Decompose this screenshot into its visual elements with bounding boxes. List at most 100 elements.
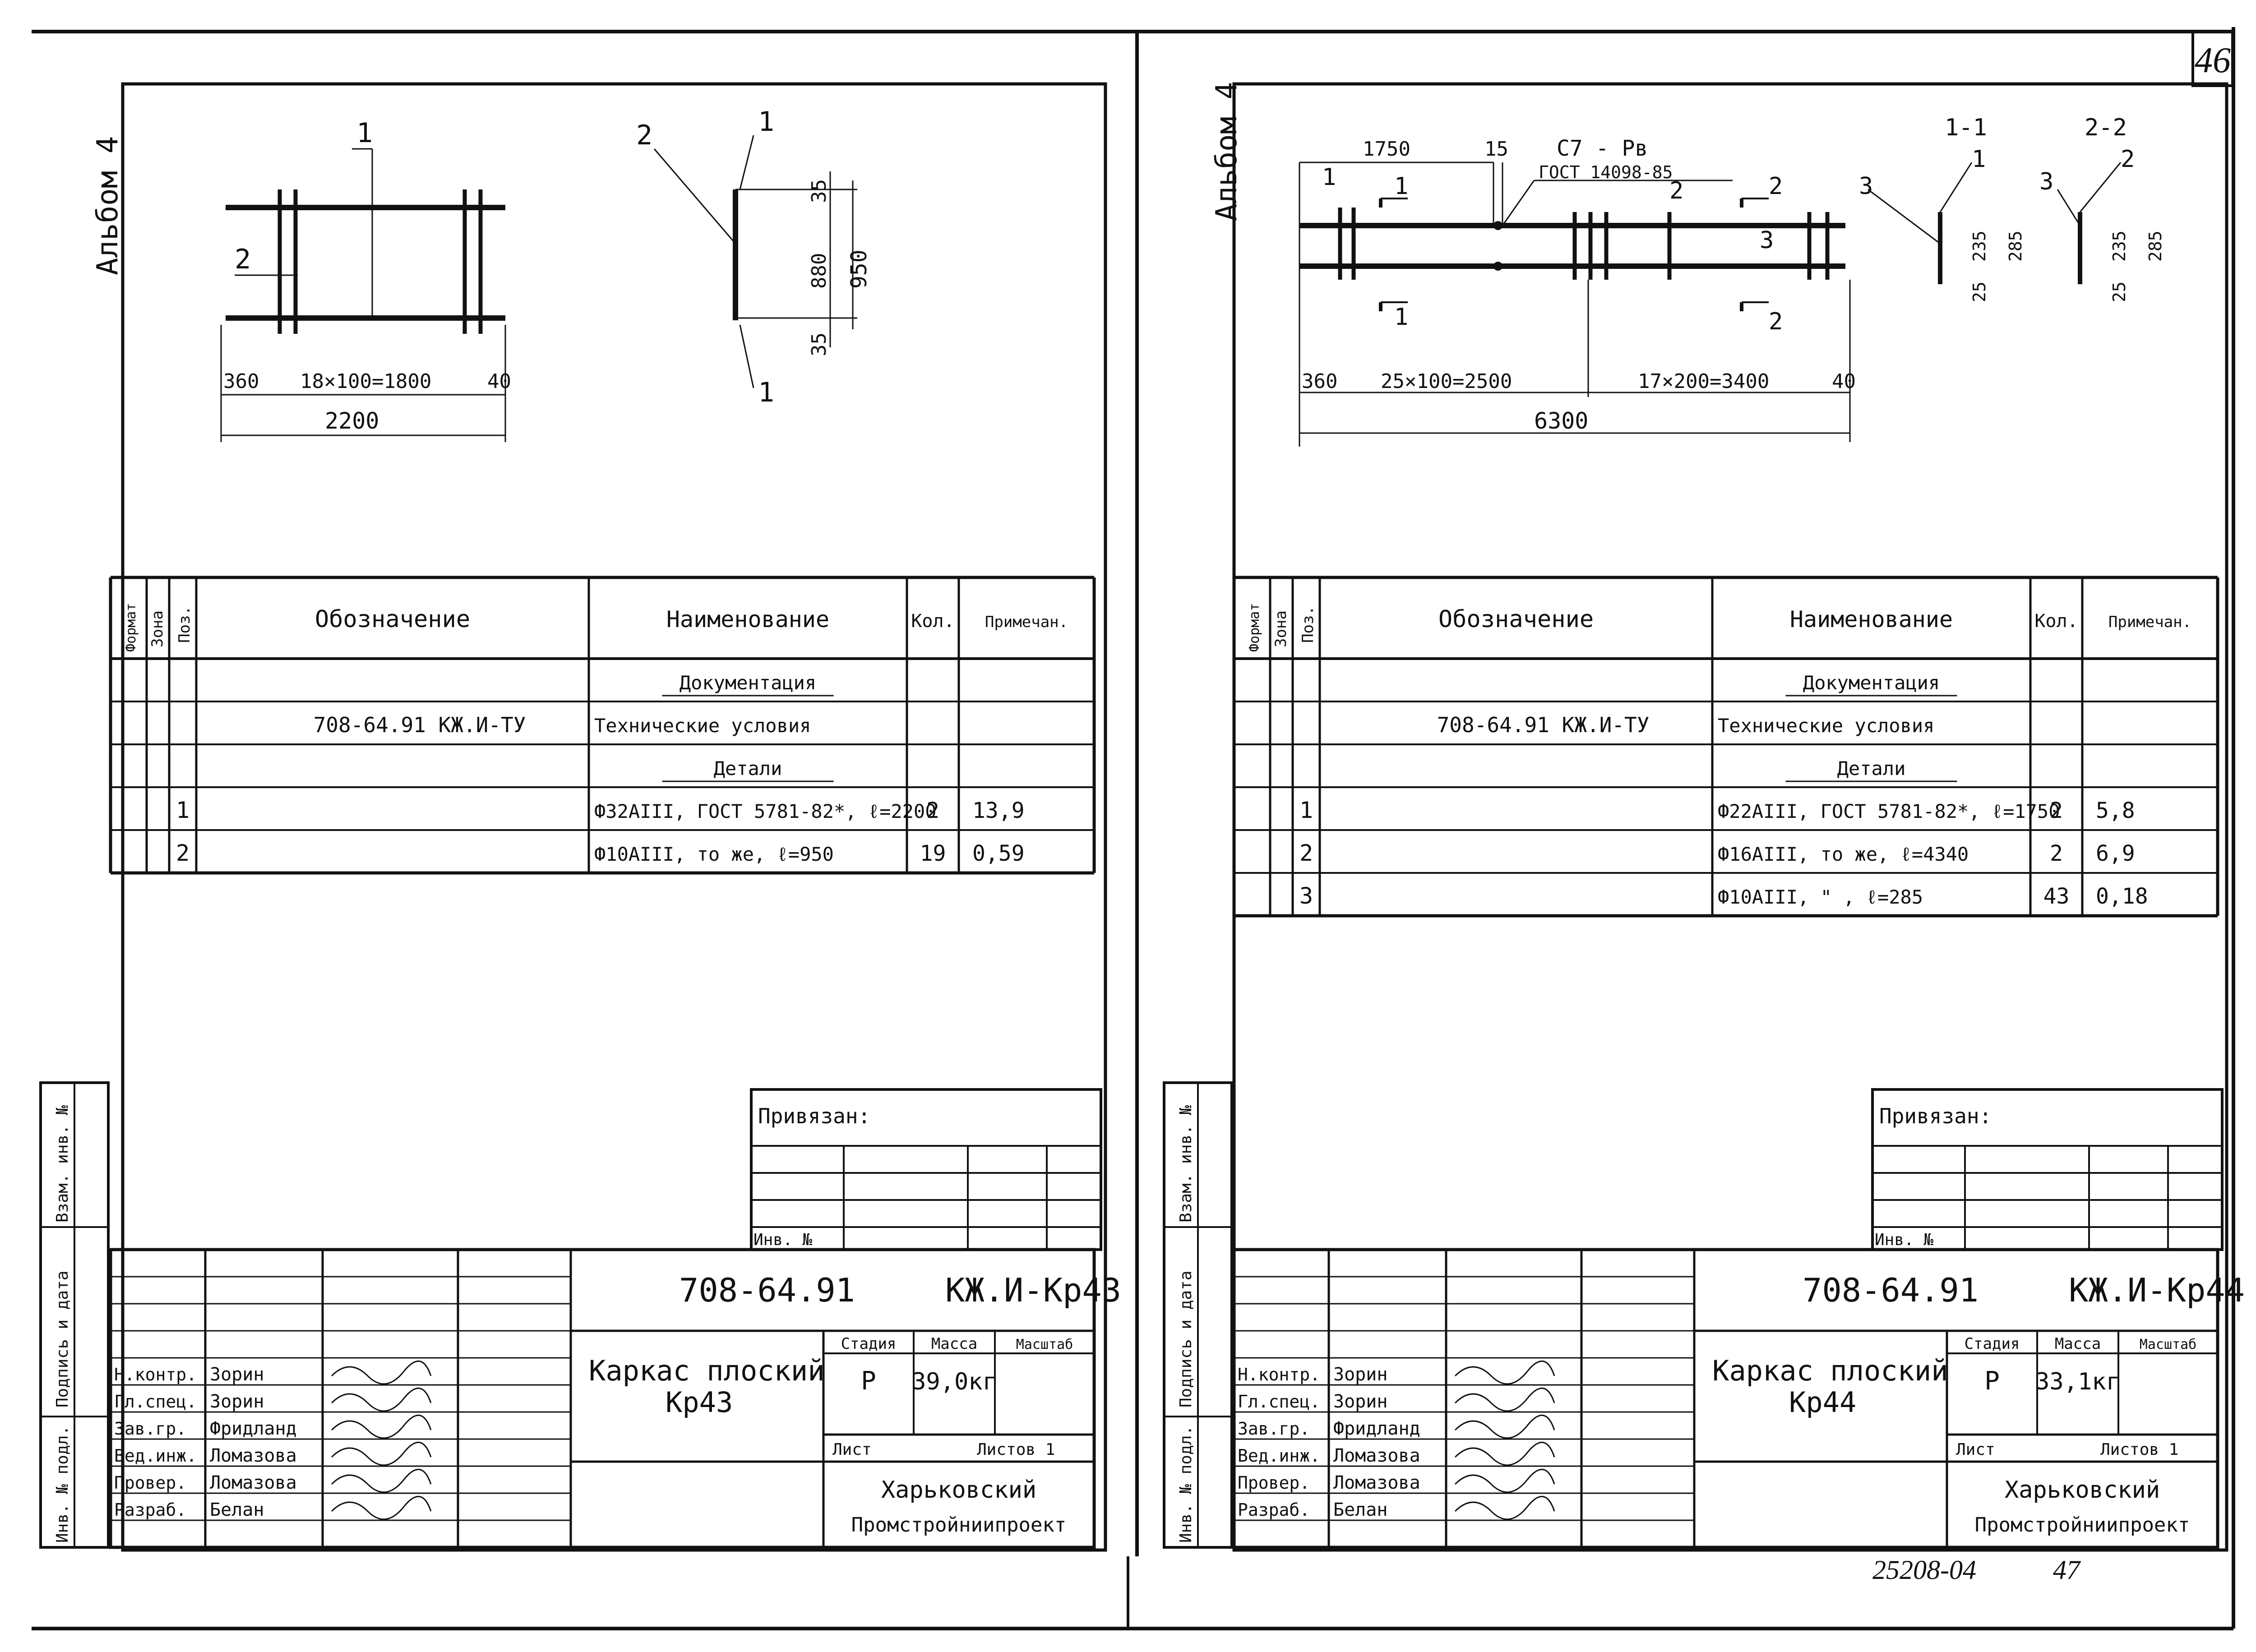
dim-2200: 2200 [325, 408, 379, 434]
signature-scribble [331, 1414, 432, 1439]
r-pos1-label: 1 [1322, 164, 1336, 191]
spec-row-pos: 3 [1299, 883, 1313, 909]
spec-row-pos: 2 [176, 840, 190, 866]
col-zone-header: Зона [1272, 610, 1290, 647]
role-label: Провер. [114, 1473, 186, 1493]
stage-value: Р [861, 1366, 876, 1396]
spec-row-qty: 2 [926, 798, 939, 823]
detail-pos-1b: 1 [758, 377, 774, 408]
col-designation-header: Обозначение [1438, 606, 1594, 633]
role-name: Фридланд [1333, 1418, 1420, 1439]
stamp-inv-podl-right: Инв. № подл. [1177, 1426, 1195, 1543]
mass-header: Масса [2055, 1335, 2101, 1353]
role-name: Белан [210, 1500, 264, 1520]
dim-35-top: 35 [808, 179, 831, 203]
org-line-1: Харьковский [881, 1477, 1036, 1504]
spec-row-note: 6,9 [2096, 841, 2135, 866]
cut-2-top: 2 [1769, 173, 1783, 200]
title-name-1: Каркас плоский [1712, 1354, 1948, 1387]
pos-1-label: 1 [356, 117, 373, 149]
sec-dim-235: 235 [1969, 231, 1989, 262]
col-note-header: Примечан. [2108, 613, 2191, 631]
col-name-header: Наименование [1790, 606, 1953, 632]
title-code: 708-64.91 [679, 1271, 855, 1309]
dim-1750: 1750 [1363, 138, 1410, 161]
r-dim-17x200: 17×200=3400 [1638, 370, 1769, 393]
role-name: Зорин [1333, 1391, 1387, 1412]
frame-kr44-drawing: 1750 15 С7 - Рв ГОСТ 14098-85 1 2 3 1 1 … [1299, 114, 2165, 447]
role-name: Фридланд [210, 1418, 297, 1439]
col-zone-header: Зона [148, 610, 166, 647]
r-dim-40: 40 [1832, 370, 1856, 393]
spec-row-name: Ф32АIII, ГОСТ 5781-82*, ℓ=2200 [594, 800, 937, 822]
spec-row-name: Ф16АIII, то же, ℓ=4340 [1718, 843, 1969, 865]
title-mark: КЖ.И-Кр44 [2069, 1271, 2245, 1309]
mass-header: Масса [931, 1335, 977, 1353]
dim-360: 360 [223, 370, 259, 393]
signature-scribble [331, 1495, 432, 1520]
spec-row-qty: 2 [2050, 841, 2063, 866]
stage-header: Стадия [1965, 1335, 2020, 1353]
spec-row-note: 13,9 [972, 798, 1025, 823]
col-pos-header: Поз. [1299, 606, 1317, 643]
col-designation-header: Обозначение [315, 606, 470, 633]
sec2-dim-285: 285 [2145, 231, 2165, 262]
stamp-sign-date: Подпись и дата [53, 1271, 72, 1407]
cut-2-bottom: 2 [1769, 308, 1783, 335]
role-label: Зав.гр. [114, 1419, 186, 1439]
role-label: Разраб. [114, 1500, 186, 1520]
section-2-2: 2-2 [2085, 114, 2127, 141]
title-name-1: Каркас плоский [589, 1354, 825, 1387]
signature-scribble [331, 1441, 432, 1466]
signature-scribble [1454, 1360, 1555, 1385]
spec-row-name: Технические условия [1718, 715, 1934, 737]
title-code: 708-64.91 [1803, 1271, 1979, 1309]
spec-row-pos: 1 [1299, 797, 1313, 823]
r-pos3-label: 3 [1760, 227, 1774, 254]
signature-scribble [1454, 1441, 1555, 1466]
role-label: Гл.спец. [1238, 1392, 1320, 1412]
sheet-right: Альбом 4 1750 15 С7 - Рв ГОСТ 14098-85 [1163, 82, 2245, 1552]
spec-row-note: 0,18 [2096, 884, 2148, 909]
spec-row-name: Технические условия [594, 715, 811, 737]
col-format-header: Формат [1247, 603, 1262, 652]
dim-18x100: 18×100=1800 [300, 370, 431, 393]
role-name: Ломазова [210, 1472, 297, 1493]
role-label: Н.контр. [1238, 1365, 1320, 1384]
signature-scribble [1454, 1495, 1555, 1520]
role-label: Зав.гр. [1238, 1419, 1310, 1439]
title-name-2: Кр43 [666, 1386, 733, 1419]
spec-row-note: 5,8 [2096, 798, 2135, 823]
role-name: Ломазова [210, 1445, 297, 1466]
sec-pos-3b: 3 [2039, 168, 2053, 195]
album-label: Альбом 4 [91, 136, 125, 275]
spec-row-name: Ф10АIII, " , ℓ=285 [1718, 886, 1923, 908]
spec-row-note: 0,59 [972, 841, 1025, 866]
cut-1-top: 1 [1394, 173, 1408, 200]
spec-row-pos: 2 [1299, 840, 1313, 866]
org-line-2: Промстройниипроект [851, 1514, 1067, 1537]
mass-value: 33,1кг [2035, 1368, 2120, 1395]
role-name: Зорин [210, 1391, 264, 1412]
privyazan-block: Привязан: Инв. № [750, 1088, 1102, 1251]
frame-kr43-drawing: 1 2 360 18×100=1800 40 2200 2 1 1 35 [220, 106, 872, 442]
sheet-header: Лист [832, 1440, 872, 1459]
role-name: Зорин [210, 1364, 264, 1385]
footer-page: 47 [2053, 1555, 2081, 1585]
dim-40: 40 [487, 370, 511, 393]
spec-row-name: Документация [680, 672, 816, 694]
signature-scribble [331, 1360, 432, 1385]
stage-value: Р [1984, 1366, 2000, 1396]
r-dim-360: 360 [1302, 370, 1337, 393]
stamp-inv-podl: Инв. № подл. [53, 1426, 72, 1543]
cut-1-bottom: 1 [1394, 304, 1408, 331]
pos-2-label: 2 [235, 244, 251, 275]
title-name-2: Кр44 [1789, 1386, 1856, 1419]
role-name: Зорин [1333, 1364, 1387, 1385]
r-dim-25x100: 25×100=2500 [1381, 370, 1512, 393]
col-qty-header: Кол. [2034, 611, 2078, 632]
sec-dim-285: 285 [2006, 231, 2025, 262]
signature-scribble [1454, 1414, 1555, 1439]
